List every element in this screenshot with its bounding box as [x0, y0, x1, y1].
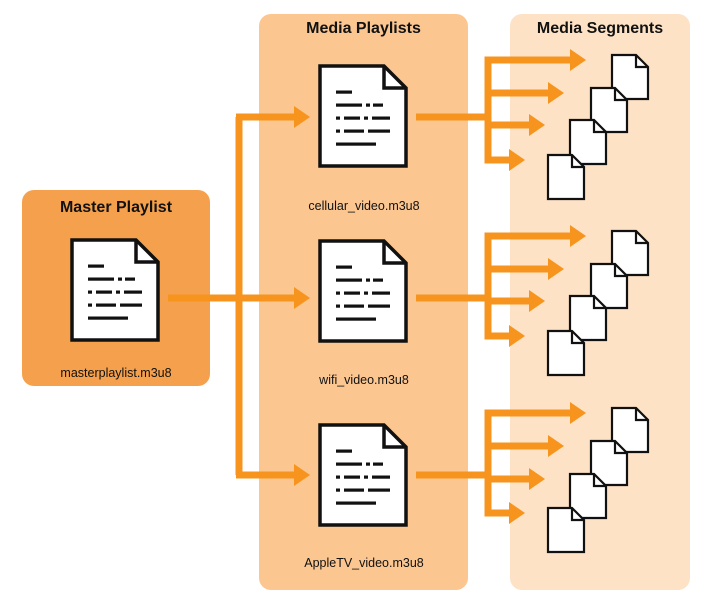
media-playlist-file-label-2: wifi_video.m3u8 — [319, 373, 409, 387]
segment-arrow-icon-1-1 — [570, 49, 586, 71]
segment-arrow-icon-3-1 — [570, 402, 586, 424]
segment-file-icon-1-4 — [546, 153, 586, 201]
segment-file-icon-2-2 — [589, 262, 629, 310]
media-branch-arrow-icon-3 — [294, 464, 310, 486]
segment-file-icon-3-4 — [546, 506, 586, 554]
appletv-playlist-document-icon — [318, 423, 408, 527]
media-playlist-file-label-3: AppleTV_video.m3u8 — [304, 556, 424, 570]
segment-arrow-icon-1-4 — [509, 149, 525, 171]
segment-arrow-icon-3-2 — [548, 435, 564, 457]
media-branch-arrow-icon-2 — [294, 287, 310, 309]
segment-arrow-icon-3-4 — [509, 502, 525, 524]
media-playlist-file-label-1: cellular_video.m3u8 — [308, 199, 420, 213]
master-playlist-document-icon — [70, 238, 160, 342]
master-playlist-title: Master Playlist — [59, 199, 173, 216]
segment-file-icon-1-3 — [568, 118, 608, 166]
segment-arrow-icon-1-2 — [548, 82, 564, 104]
media-segments-title: Media Segments — [536, 20, 664, 37]
segment-arrow-icon-1-3 — [529, 114, 545, 136]
documents-layer — [70, 64, 408, 527]
segment-arrow-icon-2-4 — [509, 325, 525, 347]
wifi-playlist-document-icon — [318, 239, 408, 343]
segment-arrow-icon-2-1 — [570, 225, 586, 247]
segment-arrow-icon-2-2 — [548, 258, 564, 280]
segment-arrow-icon-3-3 — [529, 468, 545, 490]
segment-arrow-icon-2-3 — [529, 290, 545, 312]
segment-file-icon-2-4 — [546, 329, 586, 377]
segments-layer — [546, 53, 650, 554]
media-branch-arrow-icon-1 — [294, 106, 310, 128]
media-playlists-title: Media Playlists — [306, 20, 421, 37]
arrows-layer — [168, 49, 586, 524]
master-playlist-file-label: masterplaylist.m3u8 — [60, 366, 172, 380]
cellular-playlist-document-icon — [318, 64, 408, 168]
